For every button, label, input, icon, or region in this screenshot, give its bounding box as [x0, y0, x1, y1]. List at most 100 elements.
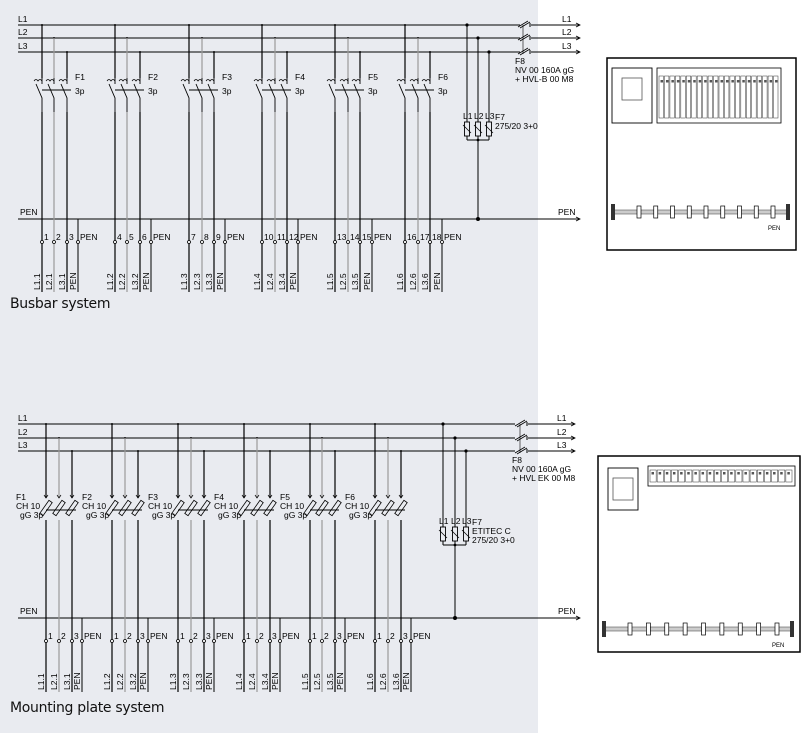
mounting-output-label: PEN [401, 673, 411, 690]
busbar-terminal-screw [715, 80, 718, 83]
busbar-trip-symbol-icon [205, 79, 215, 82]
mounting-output-label: L1.1 [36, 673, 46, 690]
busbar-trip-symbol-icon [351, 79, 361, 82]
mounting-terminal-label: 3 [74, 631, 79, 641]
busbar-terminal-block [740, 75, 746, 119]
mounting-terminal [320, 639, 324, 643]
mounting-arrow-icon [188, 494, 194, 499]
mounting-terminal [268, 639, 272, 643]
mounting-terminal-label: PEN [347, 631, 364, 641]
busbar-terminal [440, 240, 444, 244]
mounting-arrow-icon [385, 494, 391, 499]
busbar-terminal-label: PEN [374, 232, 391, 242]
mounting-terminal [333, 639, 337, 643]
busbar-pen-clamp [737, 205, 742, 219]
mounting-terminal-label: 2 [390, 631, 395, 641]
busbar-switch-pole-icon [328, 78, 336, 112]
busbar-trip-symbol-icon [326, 79, 336, 82]
busbar-trip-symbol-icon [266, 79, 276, 82]
busbar-main-switch [611, 67, 653, 124]
mounting-terminal [123, 639, 127, 643]
mounting-plate-system-title: Mounting plate system [10, 700, 165, 716]
busbar-terminal-label: PEN [153, 232, 170, 242]
mounting-terminal-block [656, 469, 664, 483]
busbar-terminal-block [675, 75, 681, 119]
busbar-terminal-block [773, 75, 779, 119]
busbar-terminal-screw [769, 80, 773, 83]
busbar-switch-pole-icon [35, 78, 43, 112]
busbar-output-label: L1.1 [32, 273, 42, 290]
busbar-switch-handle [621, 77, 643, 101]
busbar-f7-text: 275/20 3+0 [495, 121, 538, 131]
busbar-terminal-screw [671, 80, 674, 83]
mounting-output-label: L3.1 [62, 673, 72, 690]
mounting-fuse-icon [237, 499, 251, 517]
busbar-trip-symbol-icon [106, 79, 116, 82]
busbar-output-label: L1.3 [179, 273, 189, 290]
busbar-group-rating: 3p [75, 86, 85, 96]
busbar-terminal-label: 5 [129, 232, 134, 242]
mounting-f7-phase-label: L3 [462, 516, 472, 526]
busbar-trip-symbol-icon [180, 79, 190, 82]
mounting-bus-label-L1: L1 [18, 413, 28, 423]
mounting-terminal-label: 1 [180, 631, 185, 641]
mounting-terminal [308, 639, 312, 643]
busbar-switch-pole-icon [280, 78, 288, 112]
busbar-f7-phase-label: L2 [474, 111, 484, 121]
mounting-terminal-screw [758, 472, 762, 475]
mounting-switch-handle [612, 477, 634, 501]
mounting-terminal-block [714, 469, 721, 483]
mounting-pen-label: PEN [20, 606, 37, 616]
mounting-f7-text: ETITEC C [472, 526, 511, 536]
busbar-group-name: F5 [368, 72, 378, 82]
mounting-output-label: L2.5 [312, 673, 322, 690]
mounting-main-switch [607, 467, 639, 511]
mounting-terminal-label: 3 [337, 631, 342, 641]
mounting-terminal-label: 1 [312, 631, 317, 641]
mounting-terminal-block [778, 469, 786, 483]
mounting-terminal [70, 639, 74, 643]
mounting-varistor-slash [450, 529, 460, 539]
busbar-output-label: L3.6 [420, 273, 430, 290]
busbar-terminal-label: 1 [44, 232, 49, 242]
mounting-terminal-screw [765, 472, 769, 475]
busbar-terminal-label: PEN [300, 232, 317, 242]
busbar-terminal-label: 10 [264, 232, 274, 242]
busbar-switch-pole-icon [268, 78, 276, 112]
busbar-varistor-slash [484, 124, 494, 134]
busbar-terminal [76, 240, 80, 244]
mounting-arrow-icon [319, 494, 325, 499]
busbar-group-name: F4 [295, 72, 305, 82]
busbar-terminal [138, 240, 142, 244]
busbar-output-label: L2.1 [44, 273, 54, 290]
mounting-f7-name: F7 [472, 517, 482, 527]
mounting-pen-clamp [719, 622, 725, 636]
busbar-terminal-screw [736, 80, 740, 83]
mounting-cabinet-pen-label: PEN [772, 643, 784, 649]
busbar-pen-label: PEN [20, 207, 37, 217]
mounting-terminal [189, 639, 193, 643]
busbar-trip-symbol-icon [339, 79, 349, 82]
mounting-terminal-block [749, 469, 757, 483]
mounting-fuse-icon [263, 499, 277, 517]
busbar-switch-pole-icon [120, 78, 128, 112]
mounting-arrow-icon [135, 494, 141, 499]
mounting-fuse-icon [250, 499, 264, 517]
busbar-output-label: L2.6 [408, 273, 418, 290]
mounting-terminal-label: 3 [403, 631, 408, 641]
busbar-pen-clamp [670, 205, 675, 219]
mounting-pen-bar-end [790, 621, 794, 637]
mounting-group-name: F6 [345, 492, 355, 502]
busbar-pen-output-label: PEN [558, 207, 575, 217]
mounting-output-label: PEN [72, 673, 82, 690]
mounting-pen-output-label: PEN [558, 606, 575, 616]
busbar-output-label: PEN [432, 273, 442, 290]
busbar-terminal [65, 240, 69, 244]
mounting-output-label: L2.1 [49, 673, 59, 690]
mounting-pen-clamp [701, 622, 706, 636]
mounting-pen-clamp [774, 622, 780, 636]
mounting-f8-fuse-icon [514, 433, 528, 442]
busbar-terminal-block [686, 75, 691, 119]
busbar-output-label: L1.5 [325, 273, 335, 290]
